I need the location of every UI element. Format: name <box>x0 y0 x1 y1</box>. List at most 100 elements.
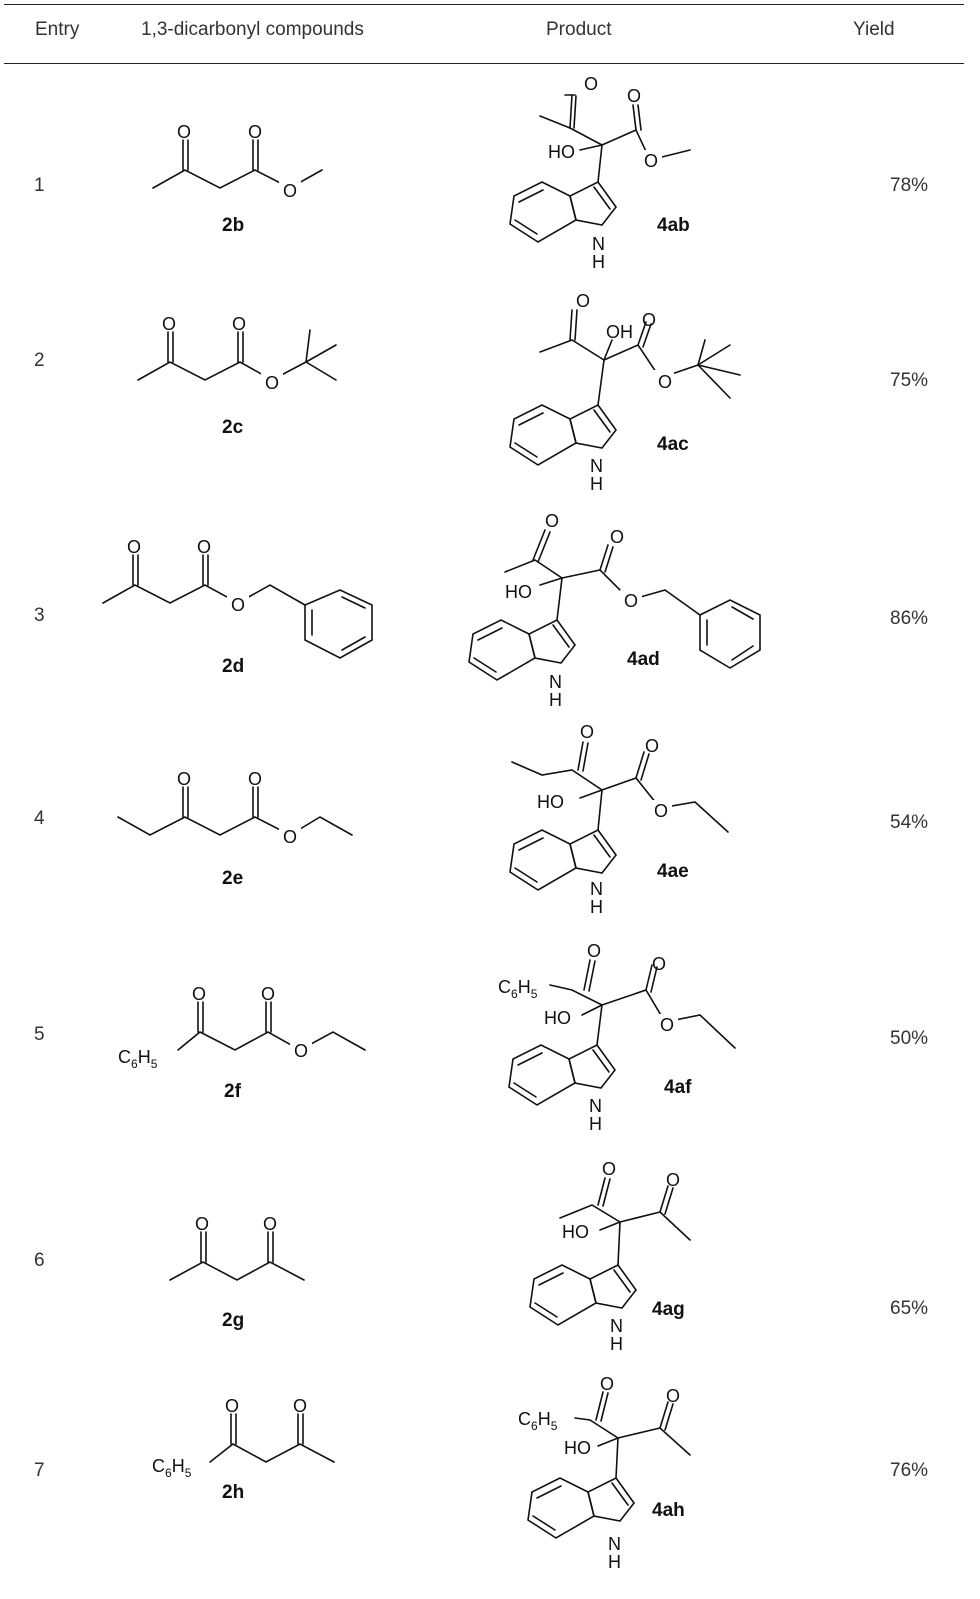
svg-text:HO: HO <box>544 1008 571 1028</box>
reactant-2e: O O O 2e <box>117 769 353 889</box>
svg-text:O: O <box>283 181 297 201</box>
svg-text:H: H <box>608 1552 621 1572</box>
entry-number: 3 <box>34 605 45 626</box>
svg-text:C6H5: C6H5 <box>518 1409 558 1433</box>
svg-text:H: H <box>592 252 605 272</box>
svg-text:OH: OH <box>606 322 633 342</box>
svg-text:2c: 2c <box>222 417 244 438</box>
entry-number: 2 <box>34 350 45 371</box>
svg-text:O: O <box>602 1159 616 1179</box>
yield-value: 75% <box>890 370 929 391</box>
svg-text:N: N <box>610 1316 623 1336</box>
svg-text:4ae: 4ae <box>657 861 689 882</box>
svg-text:O: O <box>584 74 598 94</box>
header-product: Product <box>546 19 612 40</box>
svg-text:O: O <box>580 722 594 742</box>
svg-text:HO: HO <box>548 142 575 162</box>
svg-text:O: O <box>127 537 141 557</box>
svg-text:N: N <box>590 456 603 476</box>
header-compounds: 1,3-dicarbonyl compounds <box>141 19 364 40</box>
product-4af: O O C6H5 HO O N H 4af <box>498 941 736 1134</box>
reactant-2c: O O O 2c <box>137 314 337 438</box>
reactant-2f: O O O C6H5 2f <box>118 984 366 1102</box>
yield-value: 65% <box>890 1298 929 1319</box>
entry-number: 6 <box>34 1250 45 1271</box>
reactant-2d: O O O 2d <box>102 537 373 677</box>
product-4ad: O O HO O N H 4ad <box>468 511 761 710</box>
svg-text:O: O <box>192 984 206 1004</box>
svg-text:H: H <box>549 690 562 710</box>
svg-text:O: O <box>232 314 246 334</box>
svg-text:O: O <box>576 291 590 311</box>
svg-text:O: O <box>624 591 638 611</box>
reactant-2g: O O 2g <box>169 1214 305 1331</box>
product-4ab: O O HO O N H 4ab <box>509 74 691 272</box>
entry-number: 5 <box>34 1024 45 1045</box>
svg-text:H: H <box>589 1114 602 1134</box>
svg-text:H: H <box>610 1334 623 1354</box>
svg-text:N: N <box>549 672 562 692</box>
svg-text:4ac: 4ac <box>657 434 689 455</box>
svg-text:C6H5: C6H5 <box>498 977 538 1001</box>
svg-text:O: O <box>177 122 191 142</box>
svg-text:O: O <box>283 827 297 847</box>
svg-text:O: O <box>666 1386 680 1406</box>
svg-text:O: O <box>545 511 559 531</box>
svg-text:4ag: 4ag <box>652 1299 685 1320</box>
svg-text:HO: HO <box>564 1438 591 1458</box>
entry-number: 1 <box>34 175 45 196</box>
reactant-2h: O O C6H5 2h <box>152 1396 335 1503</box>
header-entry: Entry <box>35 19 80 40</box>
svg-text:O: O <box>177 769 191 789</box>
svg-text:O: O <box>627 86 641 106</box>
svg-text:N: N <box>592 234 605 254</box>
product-4ae: O O HO O N H 4ae <box>509 722 729 917</box>
svg-text:2e: 2e <box>222 868 243 889</box>
svg-text:4ab: 4ab <box>657 215 690 236</box>
svg-text:HO: HO <box>562 1222 589 1242</box>
svg-text:O: O <box>231 595 245 615</box>
yield-value: 86% <box>890 608 929 629</box>
entry-number: 4 <box>34 808 45 829</box>
svg-text:O: O <box>248 769 262 789</box>
svg-text:O: O <box>652 954 666 974</box>
svg-text:O: O <box>642 310 656 330</box>
svg-text:O: O <box>610 527 624 547</box>
svg-text:O: O <box>248 122 262 142</box>
product-4ah: O O C6H5 HO N H 4ah <box>518 1374 691 1572</box>
product-4ac: O O OH O N H 4ac <box>509 291 741 494</box>
svg-text:O: O <box>225 1396 239 1416</box>
svg-text:O: O <box>261 984 275 1004</box>
svg-text:4af: 4af <box>664 1077 692 1098</box>
svg-text:N: N <box>590 879 603 899</box>
svg-text:HO: HO <box>537 792 564 812</box>
yield-value: 54% <box>890 812 929 833</box>
svg-text:O: O <box>587 941 601 961</box>
svg-text:O: O <box>293 1396 307 1416</box>
svg-text:O: O <box>644 151 658 171</box>
svg-text:O: O <box>645 736 659 756</box>
svg-text:O: O <box>162 314 176 334</box>
header-yield: Yield <box>853 19 895 40</box>
svg-text:O: O <box>294 1041 308 1061</box>
svg-text:2b: 2b <box>222 215 244 236</box>
yield-value: 50% <box>890 1028 929 1049</box>
svg-text:C6H5: C6H5 <box>118 1047 158 1071</box>
svg-text:O: O <box>265 373 279 393</box>
svg-text:N: N <box>608 1534 621 1554</box>
reactant-2b: O O O 2b <box>152 122 323 236</box>
svg-text:4ad: 4ad <box>627 649 660 670</box>
svg-text:2f: 2f <box>224 1081 242 1102</box>
svg-text:H: H <box>590 897 603 917</box>
svg-text:4ah: 4ah <box>652 1500 685 1521</box>
table-header-rule <box>4 63 964 64</box>
svg-text:2d: 2d <box>222 656 244 677</box>
yield-value: 78% <box>890 175 929 196</box>
svg-text:2h: 2h <box>222 1482 244 1503</box>
svg-text:O: O <box>658 372 672 392</box>
svg-text:O: O <box>666 1170 680 1190</box>
entry-number: 7 <box>34 1460 45 1481</box>
svg-text:O: O <box>660 1015 674 1035</box>
svg-text:O: O <box>654 801 668 821</box>
